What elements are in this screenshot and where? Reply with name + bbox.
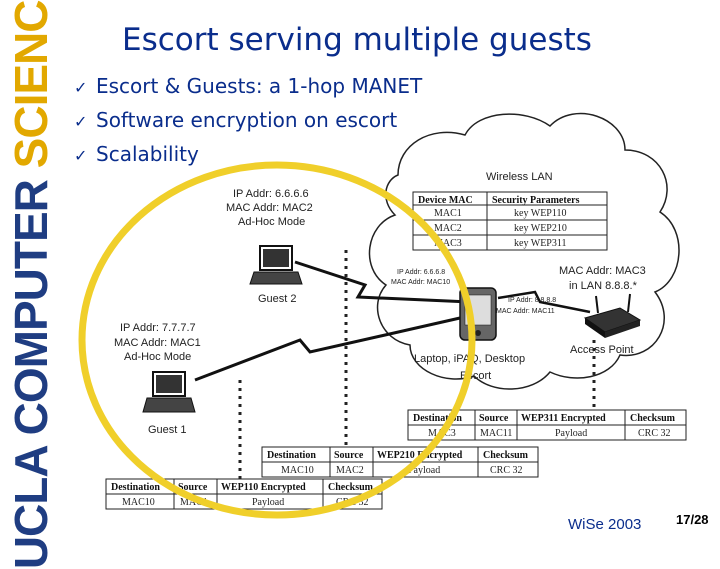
bullet-list: ✓ Escort & Guests: a 1-hop MANET ✓ Softwar… — [74, 70, 422, 172]
footer-course: WiSe 2003 — [568, 516, 642, 533]
packet-cell: Payload — [252, 497, 284, 508]
escort-lower-ip: IP Addr: 8.8.8.8 — [508, 297, 556, 304]
packet-table-ap: Destination Source WEP311 Encrypted Chec… — [407, 409, 687, 441]
guest1-mac: MAC Addr: MAC1 — [114, 337, 201, 349]
packet-header: Destination — [267, 450, 316, 461]
packet-header: WEP311 Encrypted — [521, 413, 606, 424]
guest2-label: Guest 2 — [258, 293, 297, 305]
link-guest1-escort — [194, 316, 461, 382]
bullet-item: ✓ Software encryption on escort — [74, 104, 422, 138]
cloud-label: Wireless LAN — [486, 171, 553, 183]
guest2-mode: Ad-Hoc Mode — [238, 216, 305, 228]
packet-cell: MAC10 — [281, 465, 314, 476]
guest2-laptop-icon — [249, 245, 303, 285]
packet-cell: Payload — [408, 465, 440, 476]
guest1-label: Guest 1 — [148, 424, 187, 436]
bullet-text: Software encryption on escort — [96, 108, 398, 132]
packet-header: Destination — [413, 413, 462, 424]
escort-lower-mac: MAC Addr: MAC11 — [496, 308, 555, 315]
packet-header: Source — [479, 413, 509, 424]
ap-label: Access Point — [570, 344, 634, 356]
packet-cell: CRC 32 — [490, 465, 523, 476]
packet-header: Source — [178, 482, 208, 493]
packet-header: Source — [334, 450, 364, 461]
escort-upper-ip: IP Addr: 6.6.6.8 — [397, 269, 445, 276]
check-icon: ✓ — [74, 78, 88, 97]
security-header-params: Security Parameters — [492, 195, 580, 206]
guest1-laptop-icon — [142, 371, 196, 413]
slide-title: Escort serving multiple guests — [122, 22, 592, 58]
bullet-item: ✓ Scalability — [74, 138, 422, 172]
security-cell: MAC3 — [434, 238, 462, 249]
packet-cell: MAC10 — [122, 497, 155, 508]
security-cell: key WEP110 — [514, 208, 567, 219]
packet-cell: MAC11 — [480, 428, 512, 439]
packet-header: WEP110 Encrypted — [221, 482, 306, 493]
security-cell: MAC2 — [434, 223, 462, 234]
security-header-device: Device MAC — [418, 195, 473, 206]
packet-cell: Payload — [555, 428, 587, 439]
link-guest2-escort — [294, 260, 471, 304]
bullet-text: Scalability — [96, 142, 199, 166]
security-table: Device MAC Security Parameters MAC1 key … — [412, 191, 608, 251]
security-cell: key WEP311 — [514, 238, 567, 249]
bullet-item: ✓ Escort & Guests: a 1-hop MANET — [74, 70, 422, 104]
escort-upper-mac: MAC Addr: MAC10 — [391, 279, 450, 286]
packet-header: Checksum — [630, 413, 676, 424]
manet-circle — [78, 161, 476, 519]
ap-mac: MAC Addr: MAC3 — [559, 265, 646, 277]
packet-cell: CRC 32 — [638, 428, 671, 439]
page-number: 17/28 — [676, 512, 709, 527]
bullet-text: Escort & Guests: a 1-hop MANET — [96, 74, 423, 98]
security-cell: key WEP210 — [514, 223, 567, 234]
network-diagram: Wireless LAN Device MAC Security Paramet… — [78, 112, 687, 519]
guest2-mac: MAC Addr: MAC2 — [226, 202, 313, 214]
check-icon: ✓ — [74, 112, 88, 131]
packet-header: Destination — [111, 482, 160, 493]
link-escort-ap — [497, 290, 591, 314]
check-icon: ✓ — [74, 146, 88, 165]
packet-header: Checksum — [328, 482, 374, 493]
guest1-mode: Ad-Hoc Mode — [124, 351, 191, 363]
security-cell: MAC1 — [434, 208, 462, 219]
guest2-ip: IP Addr: 6.6.6.6 — [233, 188, 309, 200]
packet-cell: MAC1 — [180, 497, 208, 508]
guest1-ip: IP Addr: 7.7.7.7 — [120, 322, 196, 334]
ap-lan: in LAN 8.8.8.* — [569, 280, 638, 292]
packet-header: Checksum — [483, 450, 529, 461]
access-point-icon — [583, 293, 642, 338]
packet-cell: MAC2 — [336, 465, 364, 476]
